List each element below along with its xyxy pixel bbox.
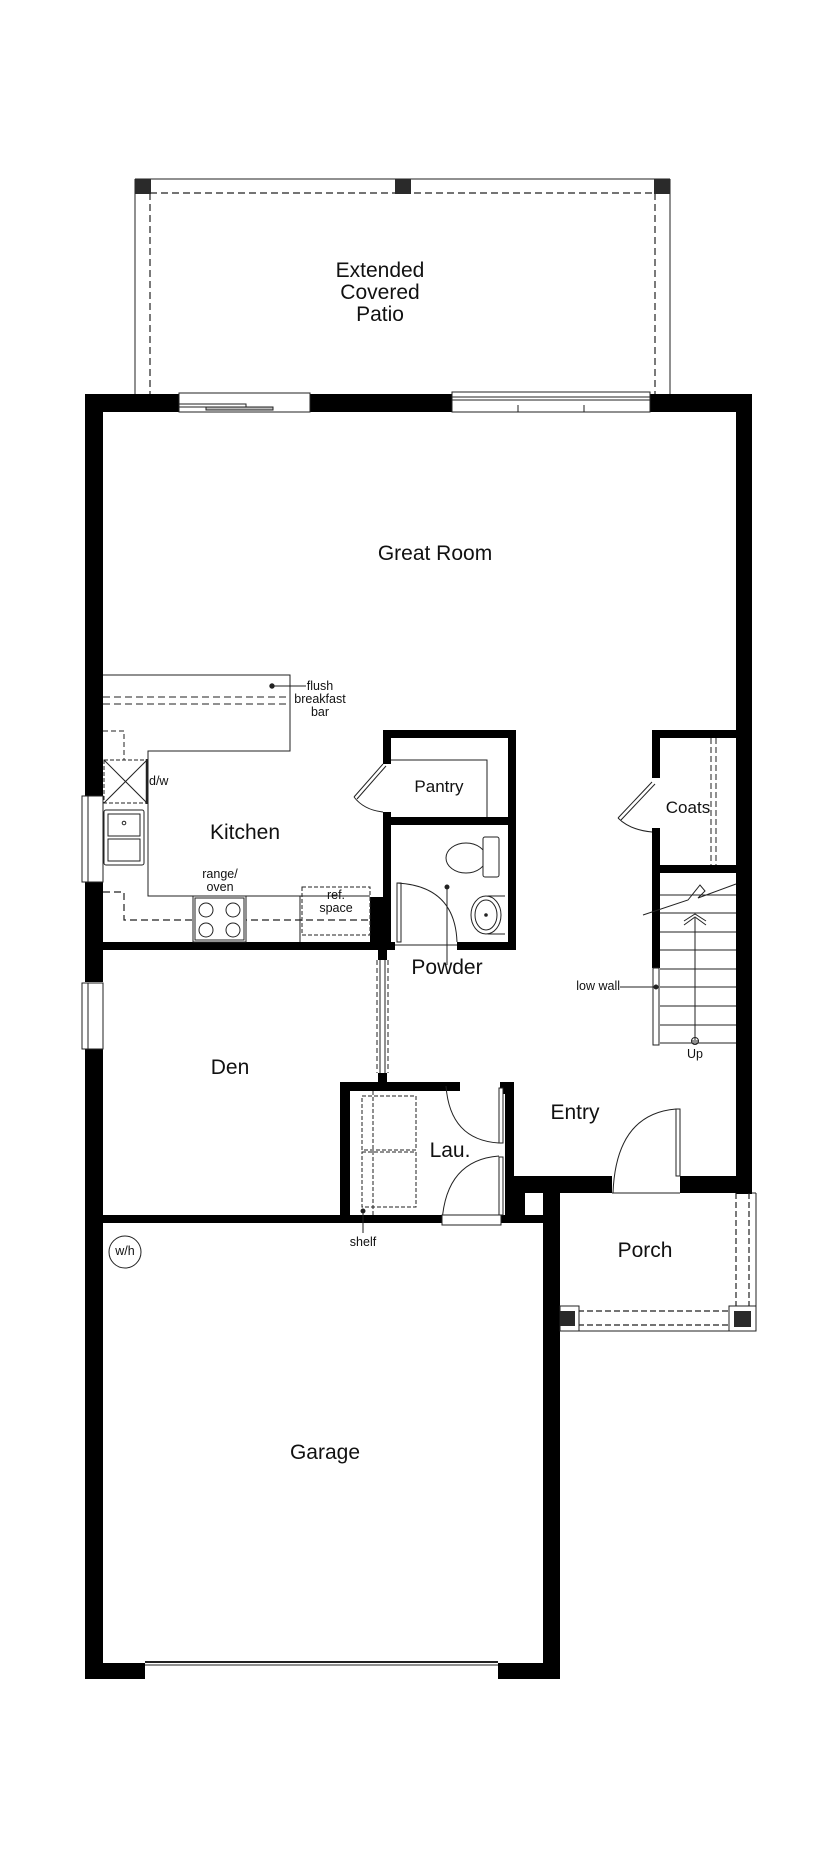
room-label-garage: Garage xyxy=(289,1441,361,1464)
sink-icon xyxy=(103,809,145,866)
note-breakfast-bar: flush breakfast bar xyxy=(294,679,346,720)
room-label-entry: Entry xyxy=(550,1101,600,1124)
toilet-icon xyxy=(445,836,500,878)
laundry-door-garage[interactable] xyxy=(441,1155,504,1226)
laundry-door-entry[interactable] xyxy=(445,1085,504,1144)
low-wall xyxy=(620,967,660,1046)
garage-door[interactable] xyxy=(145,1661,498,1679)
note-shelf: shelf xyxy=(349,1235,377,1249)
pantry-shelf xyxy=(391,759,488,817)
range-oven-icon xyxy=(192,895,301,943)
powder-door[interactable] xyxy=(395,882,458,965)
note-low-wall: low wall xyxy=(576,979,620,993)
den-pocket-door[interactable] xyxy=(376,960,389,1073)
powder-sink-icon xyxy=(470,895,505,935)
front-door[interactable] xyxy=(612,1108,681,1194)
counter-dashed xyxy=(103,891,370,921)
window-den xyxy=(81,982,104,1050)
coats-rod xyxy=(710,738,717,865)
room-label-coats: Coats xyxy=(665,798,711,817)
window-kitchen xyxy=(81,795,104,883)
refrigerator-space xyxy=(301,886,371,936)
room-label-great-room: Great Room xyxy=(377,542,493,565)
sliding-door-patio[interactable] xyxy=(178,392,311,413)
stairs[interactable] xyxy=(642,883,737,1045)
laundry-shelf-marker xyxy=(360,1208,366,1233)
room-label-porch: Porch xyxy=(617,1239,673,1262)
window-great-room-rear xyxy=(451,391,651,413)
patio-posts xyxy=(135,179,670,194)
room-label-patio: Extended Covered Patio xyxy=(335,259,425,327)
note-dishwasher: d/w xyxy=(149,774,169,788)
room-label-den: Den xyxy=(210,1056,250,1079)
porch-posts xyxy=(559,1305,757,1332)
note-water-heater: w/h xyxy=(115,1244,135,1258)
note-range-oven: range/ oven xyxy=(202,867,238,895)
washer-dryer-dashed xyxy=(361,1091,417,1215)
porch-beam-dashed xyxy=(578,1193,750,1326)
note-ref-space: ref. space xyxy=(319,888,353,916)
room-label-kitchen: Kitchen xyxy=(209,821,281,844)
room-label-laundry: Lau. xyxy=(429,1139,471,1162)
room-label-powder: Powder xyxy=(411,956,483,979)
exterior-walls xyxy=(85,394,752,1679)
room-label-pantry: Pantry xyxy=(414,777,464,796)
breakfast-bar xyxy=(103,674,370,897)
interior-walls xyxy=(103,730,736,1223)
coats-door[interactable] xyxy=(617,781,656,833)
water-heater-icon xyxy=(108,1235,142,1269)
dishwasher-icon xyxy=(103,730,149,804)
patio-beam-dashed xyxy=(149,192,656,395)
pantry-door[interactable] xyxy=(353,763,387,813)
note-stairs-up: Up xyxy=(687,1047,703,1061)
